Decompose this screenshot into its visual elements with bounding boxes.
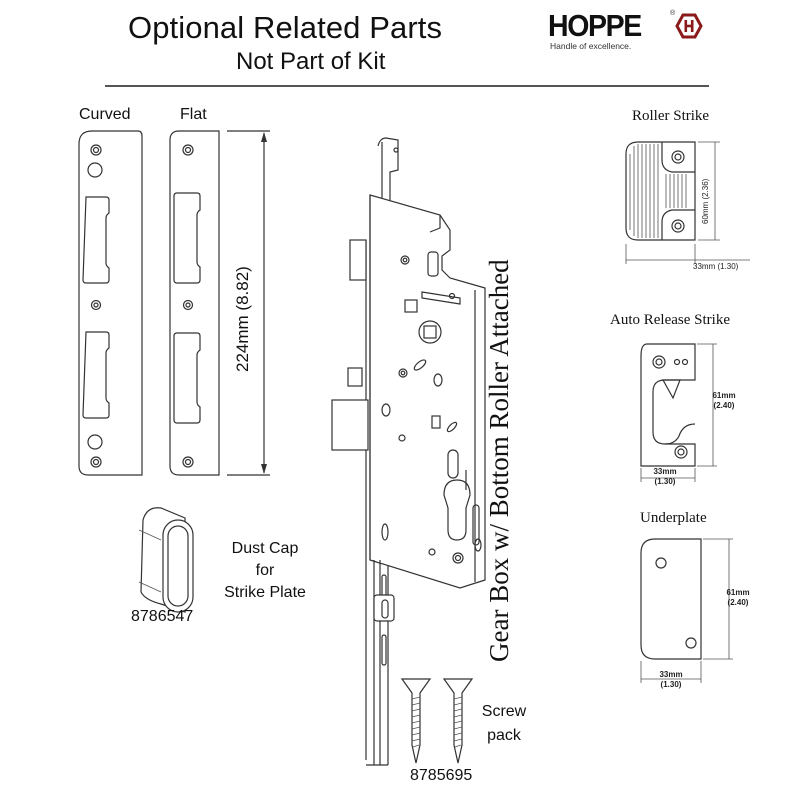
underplate-drawing	[640, 538, 733, 683]
auto-release-height-mm: 61mm	[712, 391, 736, 400]
underplate-height-in: (2.40)	[727, 598, 749, 607]
auto-release-width: 33mm (1.30)	[645, 467, 685, 487]
dust-cap-label-line: Dust Cap	[231, 540, 299, 557]
screw-icon	[442, 678, 474, 764]
hoppe-logo: HOPPE ® Handle of excellence.	[548, 8, 708, 52]
gear-box-label: Gear Box w/ Bottom Roller Attached	[484, 259, 514, 662]
curved-strike-plate	[78, 130, 143, 476]
roller-strike-width: 33mm (1.30)	[693, 262, 739, 271]
registered-mark: ®	[670, 10, 676, 17]
curved-label: Curved	[79, 106, 131, 123]
dust-cap-label-line: for	[255, 562, 275, 579]
dust-cap-label-line: Strike Plate	[224, 584, 306, 601]
screw-pack-part-number: 8785695	[410, 767, 473, 784]
roller-strike-drawing	[625, 141, 750, 264]
auto-release-strike-title: Auto Release Strike	[610, 312, 730, 328]
auto-release-width-in: (1.30)	[654, 477, 676, 486]
flat-label: Flat	[180, 106, 207, 123]
underplate-height-mm: 61mm	[726, 588, 750, 597]
roller-strike-height: 60mm (2.36)	[701, 178, 710, 224]
hoppe-hexagon-icon	[675, 13, 703, 39]
underplate-width: 33mm (1.30)	[651, 670, 691, 690]
underplate-width-mm: 33mm	[659, 670, 683, 679]
header-divider	[105, 85, 709, 87]
auto-release-strike-drawing	[640, 343, 717, 482]
underplate-height: 61mm (2.40)	[718, 588, 758, 608]
length-dimension-line	[227, 130, 270, 476]
underplate-width-in: (1.30)	[660, 680, 682, 689]
auto-release-height: 61mm (2.40)	[704, 391, 744, 411]
auto-release-width-mm: 33mm	[653, 467, 677, 476]
flat-strike-plate	[169, 130, 220, 476]
dust-cap-label: Dust Cap for Strike Plate	[210, 538, 320, 604]
screw-icon	[400, 678, 432, 764]
length-dimension-label: 224mm (8.82)	[233, 266, 252, 372]
dust-cap-drawing	[138, 507, 194, 613]
underplate-title: Underplate	[640, 510, 707, 526]
screw-pack-label: Screw pack	[474, 700, 534, 748]
gear-box-drawing	[331, 137, 486, 766]
screw-pack-label-line: Screw	[481, 703, 527, 720]
screw-pack-drawing	[400, 678, 474, 764]
dust-cap-part-number: 8786547	[131, 608, 194, 625]
roller-strike-title: Roller Strike	[632, 108, 710, 124]
page-title: Optional Related Parts	[128, 10, 443, 45]
brand-tagline: Handle of excellence.	[550, 41, 632, 51]
auto-release-height-in: (2.40)	[713, 401, 735, 410]
screw-pack-label-line: pack	[487, 727, 521, 744]
page-subtitle: Not Part of Kit	[236, 48, 386, 75]
brand-name: HOPPE	[548, 8, 642, 43]
